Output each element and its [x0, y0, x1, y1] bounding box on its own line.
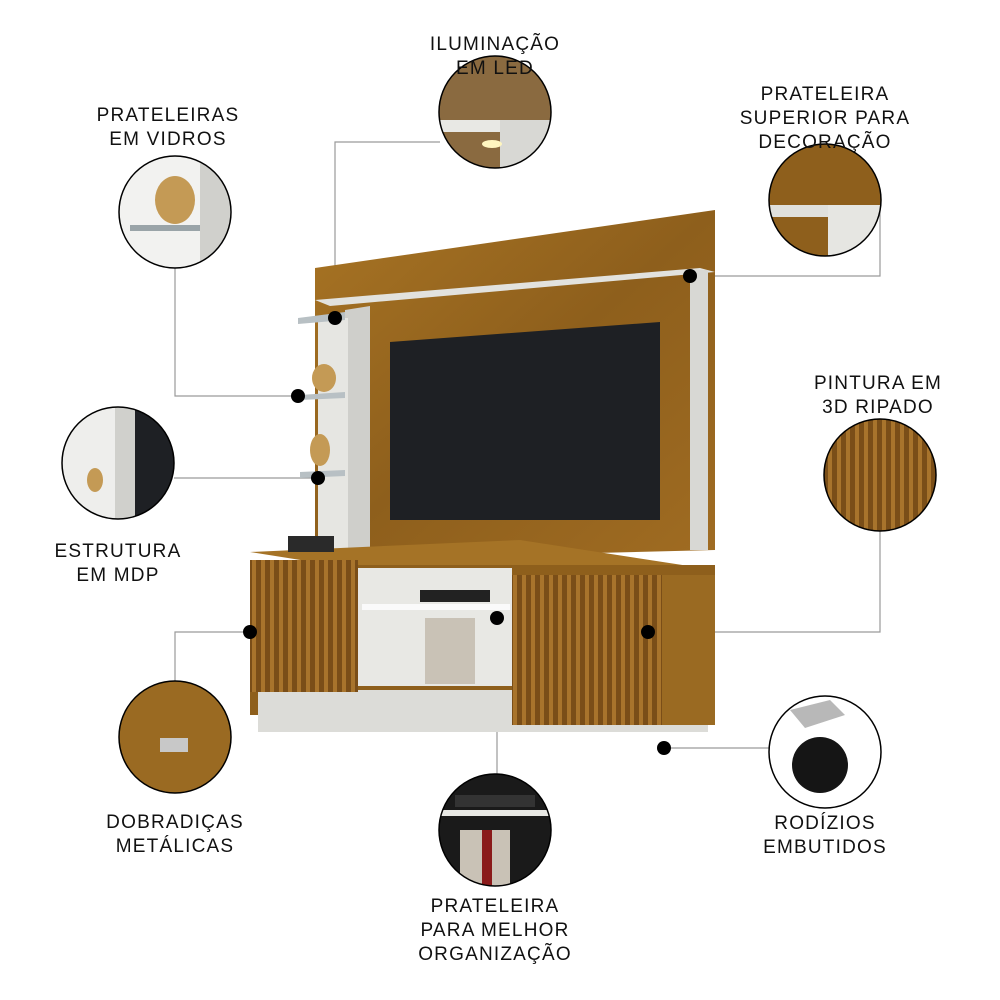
- connector-led: [334, 141, 440, 318]
- detail-circle-border: [118, 155, 232, 269]
- label-line: RODÍZIOS: [774, 813, 876, 834]
- marker-dot: [328, 311, 342, 325]
- label-line: PRATELEIRA: [760, 84, 890, 105]
- marker-dot: [641, 625, 655, 639]
- receiver: [420, 590, 490, 602]
- detail-hinges: [119, 681, 231, 793]
- label-line: DOBRADIÇAS: [106, 812, 244, 833]
- detail-circle-border: [118, 680, 232, 794]
- marker-dot: [490, 611, 504, 625]
- label-line: EM VIDROS: [109, 129, 227, 150]
- books: [425, 618, 475, 684]
- label-organizer-shelf: PRATELEIRA PARA MELHOR ORGANIZAÇÃO: [418, 895, 572, 967]
- label-line: 3D RIPADO: [822, 397, 934, 418]
- marker-dot: [311, 471, 325, 485]
- connector-top-shelf: [690, 200, 881, 277]
- label-line: PRATELEIRA: [430, 896, 560, 917]
- label-slatted-paint: PINTURA EM 3D RIPADO: [814, 372, 942, 420]
- marker-dot: [243, 625, 257, 639]
- connector-hinges: [174, 631, 250, 681]
- label-casters: RODÍZIOS EMBUTIDOS: [763, 812, 887, 860]
- glass-shelf: [300, 392, 345, 400]
- detail-structure: [62, 407, 174, 519]
- label-line: PARA MELHOR: [420, 920, 570, 941]
- connector-glass: [174, 268, 298, 397]
- label-hinges: DOBRADIÇAS METÁLICAS: [106, 811, 244, 859]
- right-slatted-door: [512, 575, 662, 725]
- label-led: ILUMINAÇÃO EM LED: [430, 33, 560, 81]
- label-glass-shelves: PRATELEIRAS EM VIDROS: [97, 104, 240, 152]
- label-line: ORGANIZAÇÃO: [418, 944, 572, 965]
- detail-circle-border: [61, 406, 175, 520]
- detail-circle-border: [768, 695, 882, 809]
- label-line: PINTURA EM: [813, 373, 943, 394]
- label-structure: ESTRUTURA EM MDP: [55, 540, 182, 588]
- label-line: METÁLICAS: [115, 836, 235, 857]
- detail-circle-border: [823, 418, 937, 532]
- label-line: ILUMINAÇÃO: [429, 34, 561, 55]
- tv: [390, 322, 660, 520]
- decor-vase: [310, 434, 330, 466]
- label-line: DECORAÇÃO: [758, 132, 892, 153]
- side-slatted-column: [345, 306, 370, 560]
- label-line: ESTRUTURA: [54, 541, 182, 562]
- top-led-shelf: [315, 268, 715, 306]
- organizer-shelf: [362, 604, 510, 610]
- detail-top-shelf: [769, 144, 881, 256]
- label-line: PRATELEIRAS: [96, 105, 240, 126]
- connector-slatted: [648, 531, 881, 633]
- marker-dot: [291, 389, 305, 403]
- detail-circle-border: [438, 55, 552, 169]
- label-line: EMBUTIDOS: [763, 837, 887, 858]
- decor-vase: [312, 364, 336, 392]
- right-white-post: [690, 270, 708, 550]
- detail-circle-border: [768, 143, 882, 257]
- left-slatted-door: [250, 560, 358, 692]
- side-cabinet: [662, 575, 715, 725]
- detail-casters: [769, 696, 881, 808]
- marker-dot: [657, 741, 671, 755]
- label-top-shelf: PRATELEIRA SUPERIOR PARA DECORAÇÃO: [740, 83, 910, 155]
- marker-dot: [683, 269, 697, 283]
- alarm-clock: [288, 536, 334, 552]
- detail-organizer-shelf: [439, 774, 551, 886]
- label-line: EM MDP: [76, 565, 160, 586]
- detail-circle-border: [438, 773, 552, 887]
- label-line: SUPERIOR PARA: [739, 108, 911, 129]
- detail-slatted: [824, 419, 936, 531]
- detail-glass-shelves: [119, 156, 231, 268]
- label-line: EM LED: [456, 58, 534, 79]
